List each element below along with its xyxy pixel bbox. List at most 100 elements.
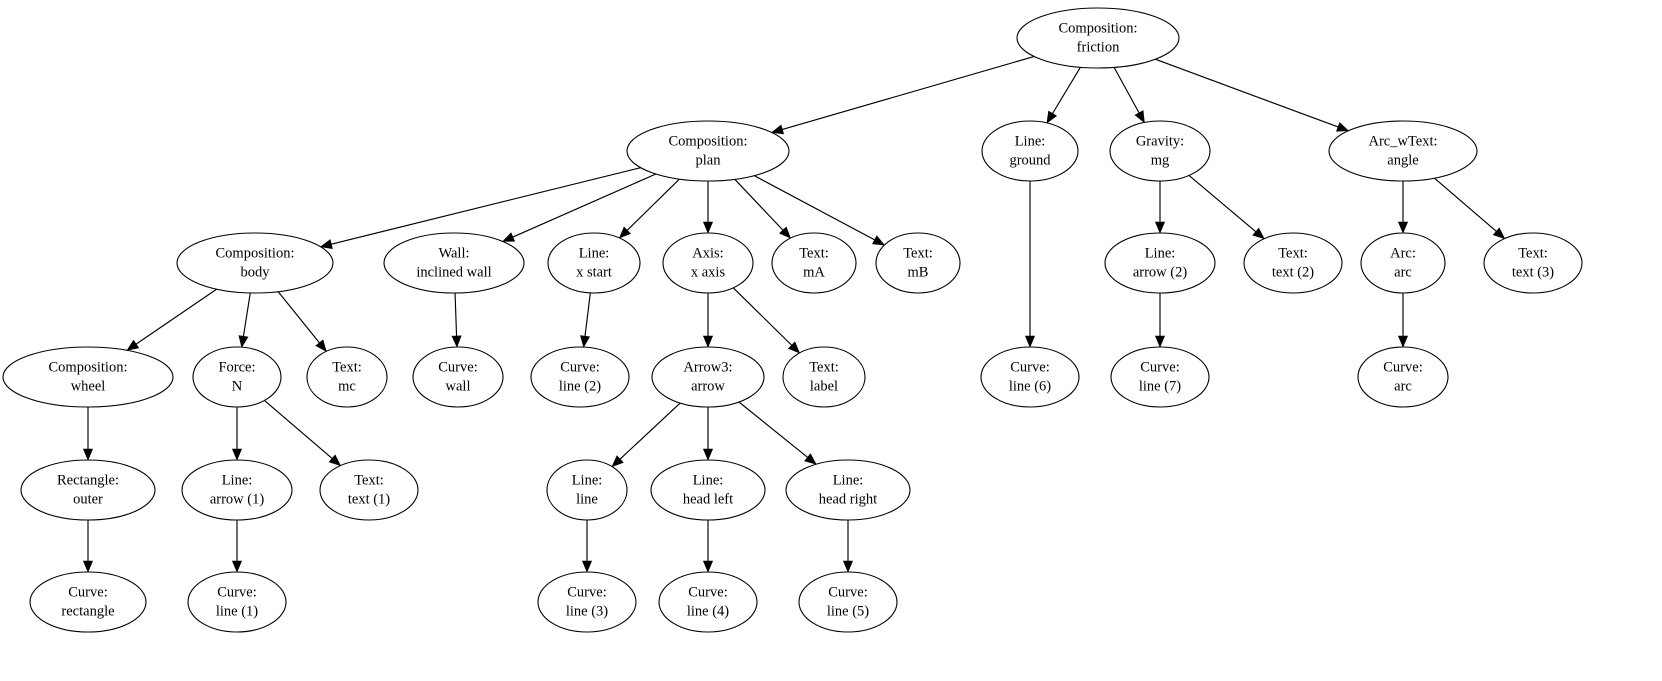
graph-node[interactable]: Curve:wall xyxy=(412,346,504,408)
node-ellipse[interactable] xyxy=(29,571,147,633)
arrowhead-icon xyxy=(328,454,342,467)
node-ellipse[interactable] xyxy=(651,346,765,408)
node-ellipse[interactable] xyxy=(626,120,790,182)
node-ellipse[interactable] xyxy=(412,346,504,408)
graph-node[interactable]: Curve:line (5) xyxy=(798,571,898,633)
node-ellipse[interactable] xyxy=(981,120,1079,182)
graph-node[interactable]: Line:x start xyxy=(547,232,641,294)
graph-node[interactable]: Arc:arc xyxy=(1360,232,1446,294)
node-label-type: Composition: xyxy=(216,245,295,261)
node-ellipse[interactable] xyxy=(187,571,287,633)
node-ellipse[interactable] xyxy=(20,459,156,521)
node-ellipse[interactable] xyxy=(782,346,866,408)
node-ellipse[interactable] xyxy=(537,571,637,633)
graph-node[interactable]: Text:mc xyxy=(306,346,388,408)
node-ellipse[interactable] xyxy=(2,346,174,408)
graph-node[interactable]: Composition:friction xyxy=(1016,7,1180,69)
graph-node[interactable]: Line:arrow (1) xyxy=(181,459,293,521)
graph-node[interactable]: Line:head right xyxy=(785,459,911,521)
graph-edge xyxy=(126,288,218,351)
graph-node[interactable]: Curve:line (7) xyxy=(1110,346,1210,408)
graph-node[interactable]: Composition:wheel xyxy=(2,346,174,408)
graph-node[interactable]: Composition:plan xyxy=(626,120,790,182)
node-ellipse[interactable] xyxy=(383,232,525,294)
node-ellipse[interactable] xyxy=(546,459,628,521)
node-ellipse[interactable] xyxy=(1109,120,1211,182)
graph-node[interactable]: Curve:line (6) xyxy=(980,346,1080,408)
graph-node[interactable]: Arc_wText:angle xyxy=(1328,120,1478,182)
graph-node[interactable]: Composition:body xyxy=(176,232,334,294)
node-ellipse[interactable] xyxy=(192,346,282,408)
node-ellipse[interactable] xyxy=(1110,346,1210,408)
graph-node[interactable]: Force:N xyxy=(192,346,282,408)
graph-node[interactable]: Curve:line (2) xyxy=(530,346,630,408)
graph-node[interactable]: Line:head left xyxy=(650,459,766,521)
graph-node[interactable]: Text:text (2) xyxy=(1243,232,1343,294)
graph-edge xyxy=(231,520,243,573)
edge-line xyxy=(738,401,808,458)
graph-node[interactable]: Text:text (1) xyxy=(319,459,419,521)
node-ellipse[interactable] xyxy=(547,232,641,294)
arrowhead-icon xyxy=(1397,221,1409,234)
node-label-name: arrow (2) xyxy=(1133,264,1188,280)
graph-node[interactable]: Wall:inclined wall xyxy=(383,232,525,294)
graph-node[interactable]: Text:label xyxy=(782,346,866,408)
node-ellipse[interactable] xyxy=(1016,7,1180,69)
graph-node[interactable]: Line:ground xyxy=(981,120,1079,182)
node-label-type: Text: xyxy=(809,359,839,375)
graph-node[interactable]: Arrow3:arrow xyxy=(651,346,765,408)
node-label-type: Composition: xyxy=(49,359,128,375)
graph-node[interactable]: Gravity:mg xyxy=(1109,120,1211,182)
graph-node[interactable]: Text:mA xyxy=(771,232,857,294)
graph-node[interactable]: Axis:x axis xyxy=(662,232,754,294)
node-ellipse[interactable] xyxy=(530,346,630,408)
node-ellipse[interactable] xyxy=(181,459,293,521)
graph-node[interactable]: Curve:rectangle xyxy=(29,571,147,633)
node-ellipse[interactable] xyxy=(1243,232,1343,294)
arrowhead-icon xyxy=(702,448,714,461)
graph-edge xyxy=(1024,181,1036,348)
graph-node[interactable]: Curve:arc xyxy=(1357,346,1449,408)
node-label-name: x start xyxy=(576,264,612,280)
edge-line xyxy=(626,178,680,231)
graph-node[interactable]: Line:line xyxy=(546,459,628,521)
node-ellipse[interactable] xyxy=(798,571,898,633)
node-ellipse[interactable] xyxy=(1328,120,1478,182)
node-ellipse[interactable] xyxy=(306,346,388,408)
node-ellipse[interactable] xyxy=(875,232,961,294)
arrowhead-icon xyxy=(231,560,243,573)
graph-node[interactable]: Line:arrow (2) xyxy=(1104,232,1216,294)
node-label-name: mA xyxy=(803,264,825,280)
graph-edge xyxy=(1154,181,1166,234)
graph-node[interactable]: Text:mB xyxy=(875,232,961,294)
graph-edge xyxy=(702,293,714,348)
edge-line xyxy=(264,400,333,459)
arrowhead-icon xyxy=(702,560,714,573)
node-label-name: arrow (1) xyxy=(210,491,265,507)
graph-node[interactable]: Rectangle:outer xyxy=(20,459,156,521)
graph-edge xyxy=(702,520,714,573)
node-label-type: Curve: xyxy=(560,359,599,375)
edge-line xyxy=(732,287,793,346)
graph-node[interactable]: Curve:line (4) xyxy=(658,571,758,633)
node-label-type: Axis: xyxy=(692,245,723,261)
node-ellipse[interactable] xyxy=(319,459,419,521)
node-ellipse[interactable] xyxy=(176,232,334,294)
node-label-type: Line: xyxy=(572,472,603,488)
node-ellipse[interactable] xyxy=(980,346,1080,408)
node-ellipse[interactable] xyxy=(658,571,758,633)
node-ellipse[interactable] xyxy=(771,232,857,294)
node-ellipse[interactable] xyxy=(1483,232,1583,294)
node-ellipse[interactable] xyxy=(1357,346,1449,408)
node-ellipse[interactable] xyxy=(650,459,766,521)
graph-node[interactable]: Text:text (3) xyxy=(1483,232,1583,294)
arrowhead-icon xyxy=(319,239,333,249)
node-ellipse[interactable] xyxy=(662,232,754,294)
node-ellipse[interactable] xyxy=(785,459,911,521)
graph-node[interactable]: Curve:line (1) xyxy=(187,571,287,633)
node-label-name: text (1) xyxy=(348,491,390,507)
node-ellipse[interactable] xyxy=(1104,232,1216,294)
node-ellipse[interactable] xyxy=(1360,232,1446,294)
graph-node[interactable]: Curve:line (3) xyxy=(537,571,637,633)
